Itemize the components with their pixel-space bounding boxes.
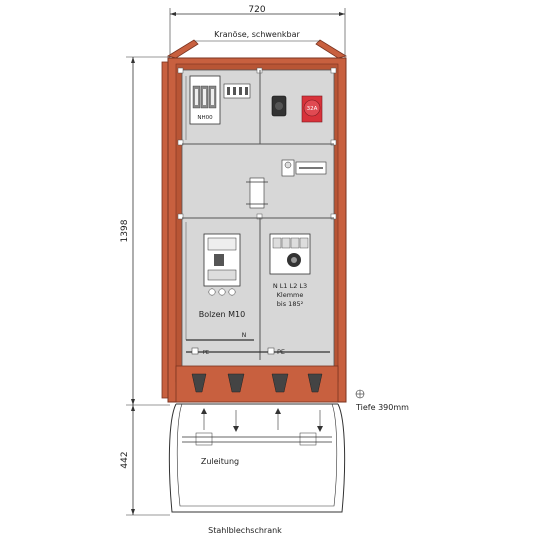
base-frame: Zuleitung (168, 403, 346, 513)
terminal-block: N L1 L2 L3 Klemme bis 185² (269, 233, 311, 308)
depth-note: Tiefe 390mm (355, 389, 409, 412)
cabinet-height-label: 1398 (120, 219, 130, 242)
cabinet-type-label: Stahlblechschrank (208, 526, 282, 535)
cable-glands (175, 365, 339, 403)
crane-eye-label: Kranöse, schwenkbar (214, 30, 300, 39)
bolt-label: Bolzen M10 (199, 310, 245, 319)
height-dimension: 1398 442 (120, 56, 170, 516)
meter-area (246, 159, 327, 209)
base-height-label: 442 (120, 451, 130, 468)
socket-rating-label: 32A (307, 106, 318, 112)
pe-label: PE (277, 348, 285, 356)
width-dimension: 720 (169, 5, 346, 60)
neutral-label: N (242, 332, 247, 339)
pe-small-label: PE (203, 350, 209, 356)
depth-label: Tiefe 390mm (355, 403, 409, 412)
fuse-label: NH00 (197, 115, 213, 121)
sockets: 32A (271, 95, 323, 123)
width-label: 720 (248, 5, 265, 15)
terminal-phases-label: N L1 L2 L3 (273, 282, 307, 290)
supply-label: Zuleitung (201, 457, 239, 466)
crane-eye: Kranöse, schwenkbar (166, 30, 348, 59)
terminal-range-label: bis 185² (277, 300, 304, 308)
main-breaker: Bolzen M10 N PE PE (186, 233, 330, 356)
fuse-switch-unit: NH00 (189, 75, 251, 125)
terminal-label: Klemme (277, 291, 304, 299)
